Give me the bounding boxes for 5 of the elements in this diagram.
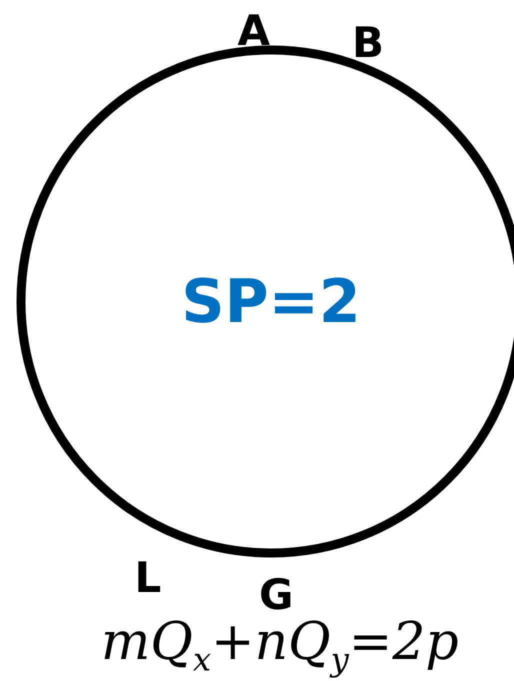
point-label: G — [259, 574, 294, 616]
point-label: A — [238, 10, 270, 52]
point-label: L — [134, 557, 162, 599]
center-label: SP=2 — [180, 266, 362, 336]
point-label: B — [352, 22, 384, 64]
